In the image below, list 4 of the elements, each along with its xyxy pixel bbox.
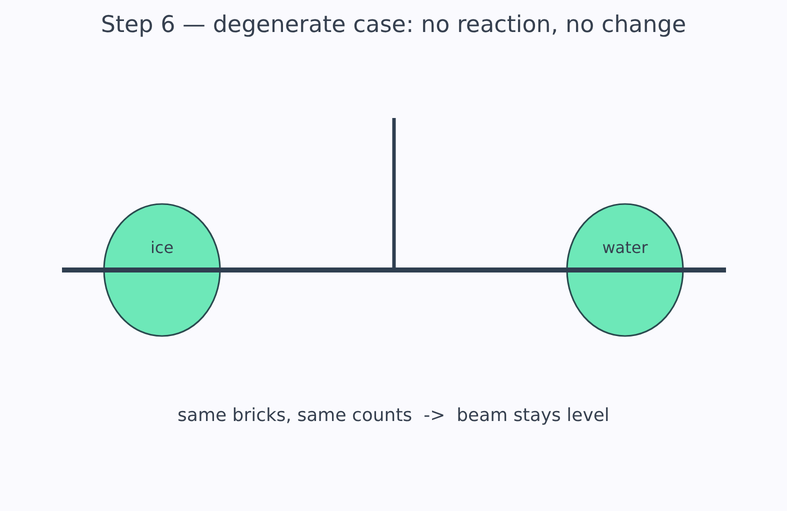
caption-text: same bricks, same counts -> beam stays level [178, 404, 610, 428]
node-label: water [602, 239, 648, 257]
node-label: ice [150, 239, 174, 257]
diagram-title: Step 6 — degenerate case: no reaction, no change [100, 11, 686, 40]
